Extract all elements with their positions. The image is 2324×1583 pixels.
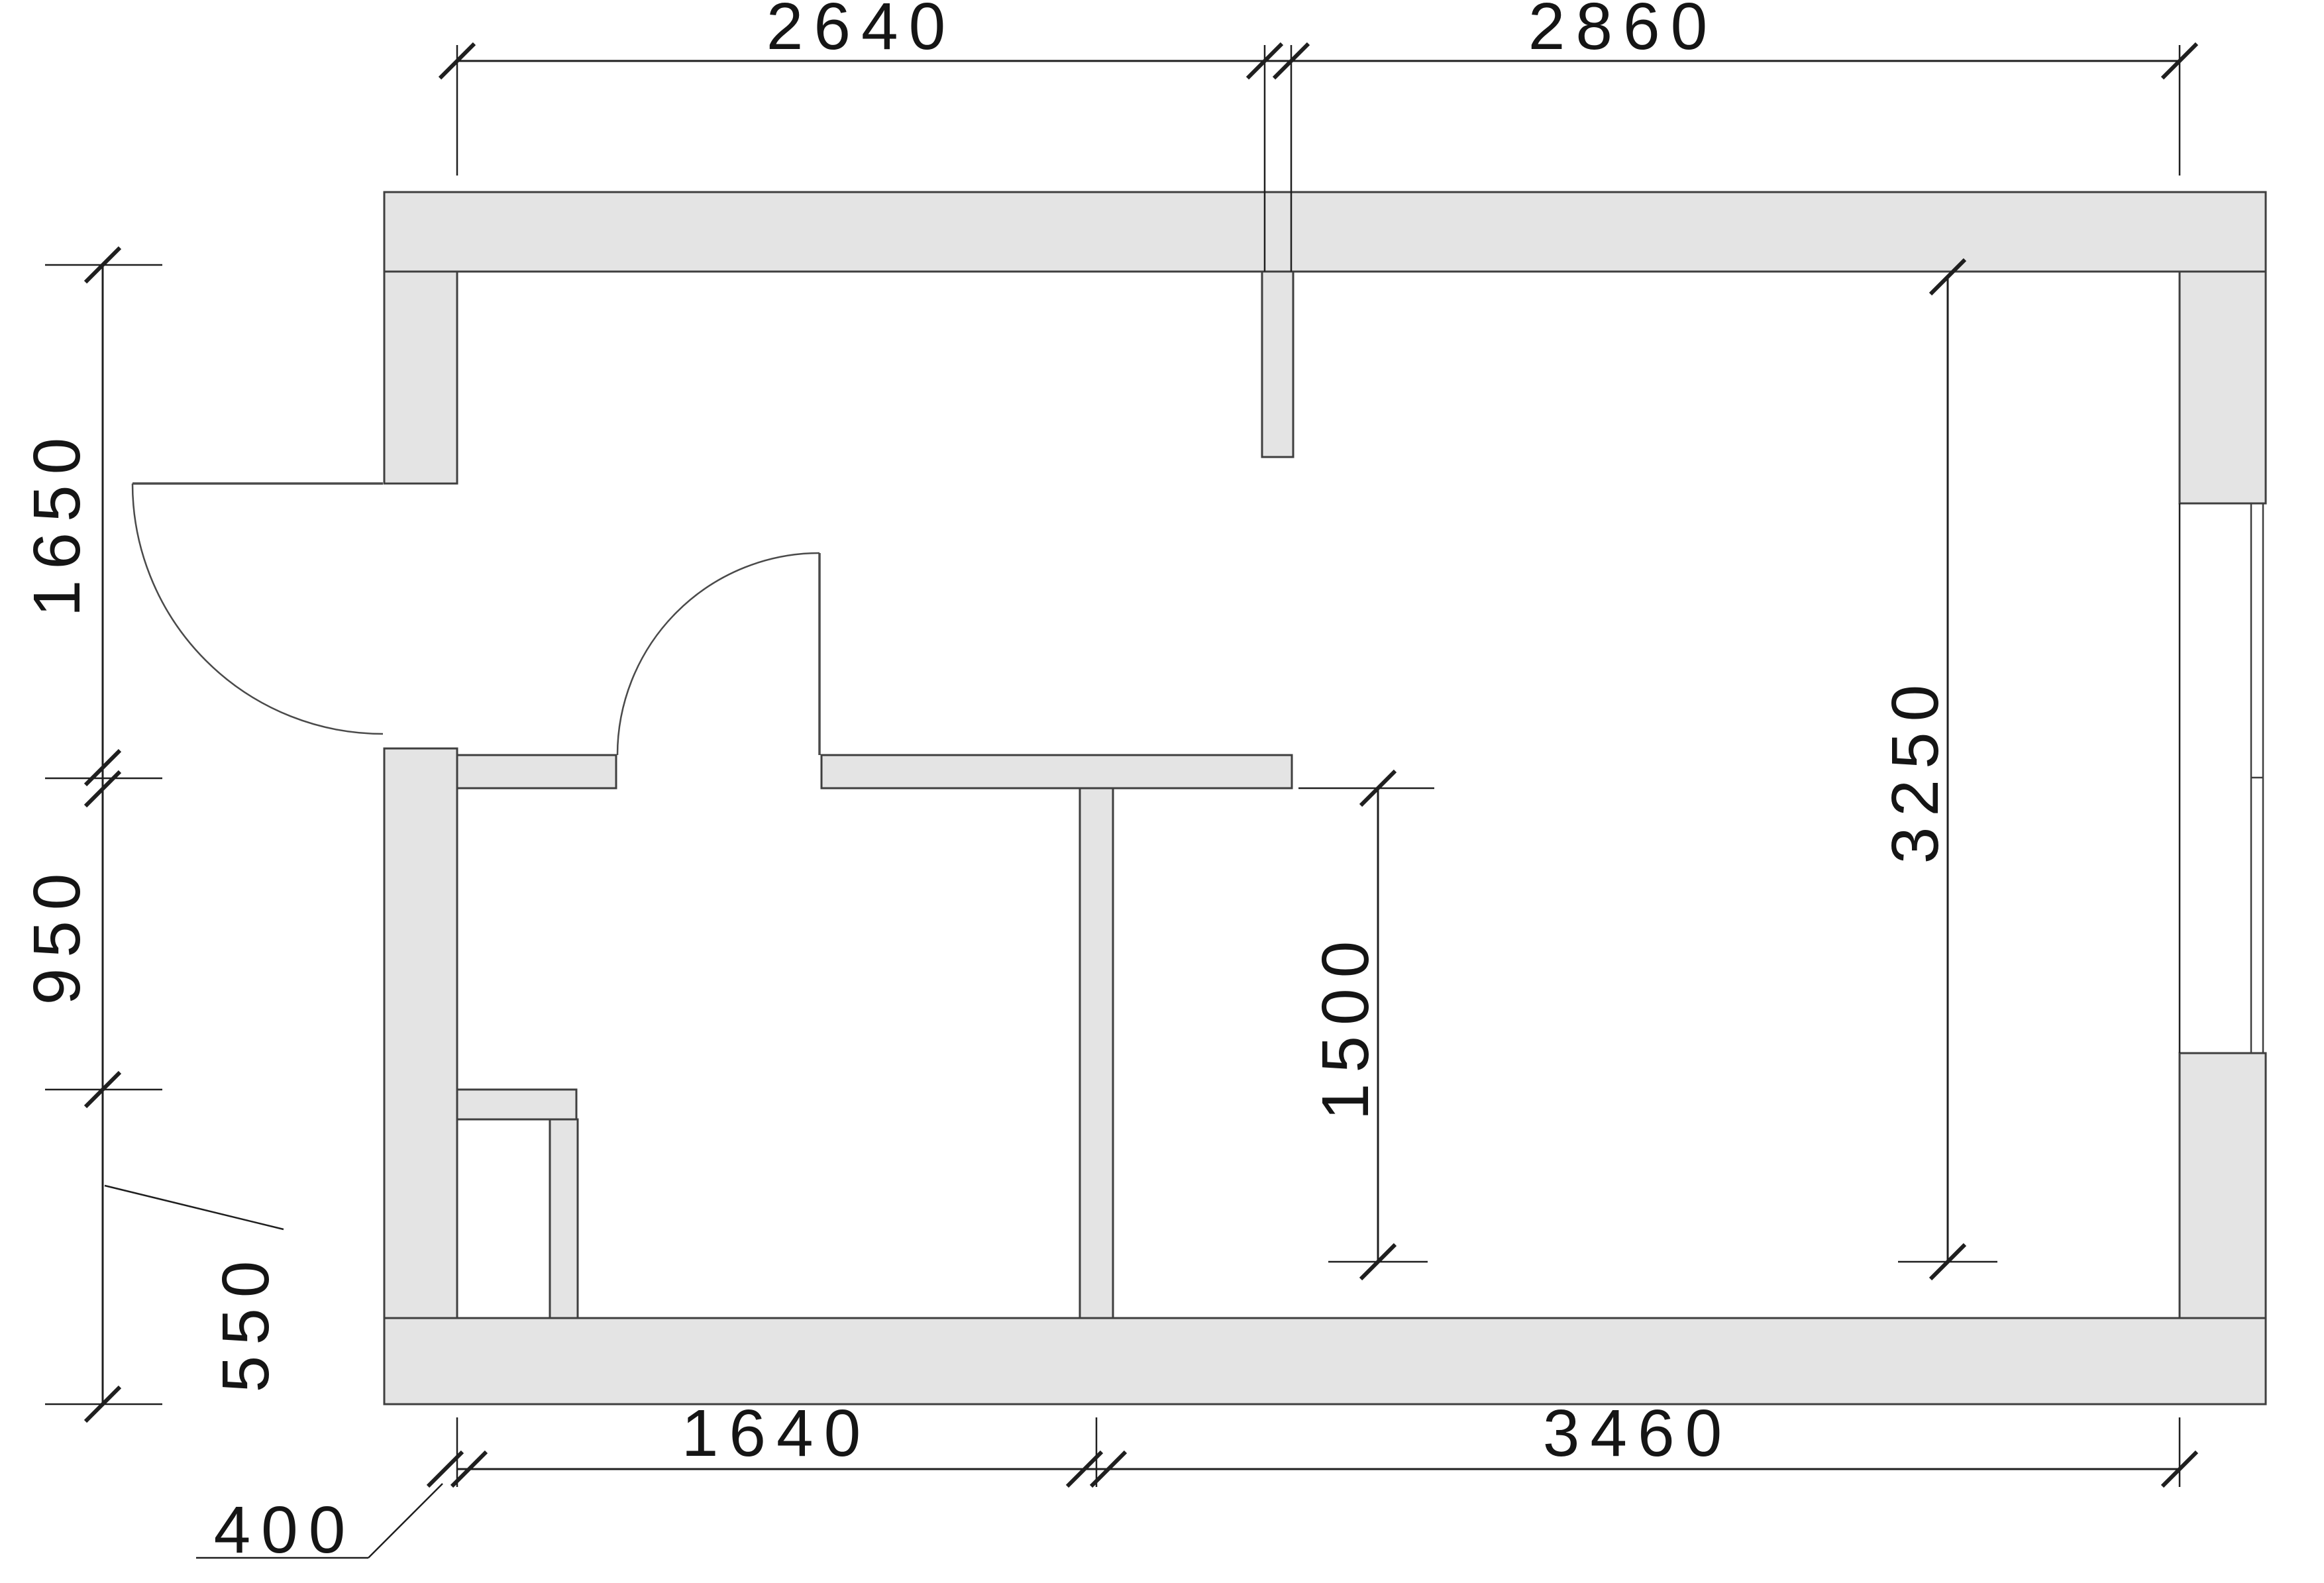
dim-tick <box>2160 1450 2199 1488</box>
dim-tick <box>426 1450 464 1488</box>
dim-label-left-middle: 950 <box>20 863 94 1005</box>
extension-lines <box>456 1417 2181 1487</box>
dimension-partition-group: 1500 <box>1298 769 1434 1281</box>
wall-bottom <box>383 1317 2267 1405</box>
dimension-ticks <box>438 42 2199 80</box>
leader-line-400-diagonal <box>368 1483 443 1558</box>
dim-label-left-lower: 550 <box>209 1251 283 1393</box>
dim-tick <box>2160 42 2199 80</box>
wall-bathroom-right <box>1079 787 1114 1319</box>
doors-group <box>131 482 821 756</box>
dim-tick <box>450 1450 488 1488</box>
wall-right-lower <box>2178 1052 2267 1319</box>
dim-tick <box>1272 42 1310 80</box>
dimension-top-group: 2640 2860 <box>438 0 2199 272</box>
dim-label-left-upper: 1650 <box>20 427 94 617</box>
walls-group <box>383 191 2267 1405</box>
dim-tick <box>83 246 122 284</box>
dim-label-bottom-offset: 400 <box>214 1493 356 1567</box>
dim-tick <box>83 1385 122 1423</box>
leader-line-550 <box>104 1184 284 1231</box>
dimension-ticks <box>1928 258 1967 1281</box>
wall-right-upper <box>2178 270 2267 505</box>
wall-top <box>383 191 2267 273</box>
extension-lines <box>456 45 2181 272</box>
dim-label-bottom-right: 3460 <box>1543 1396 1732 1470</box>
window-group <box>2178 502 2264 1054</box>
interior-door-swing-arc <box>616 552 820 756</box>
dim-tick <box>83 770 122 808</box>
dim-label-top-right: 2860 <box>1528 0 1718 64</box>
dimension-left-group: 1650 950 550 <box>20 246 284 1423</box>
dim-tick <box>83 1070 122 1109</box>
dim-tick <box>1928 1243 1967 1281</box>
dimension-room-depth-group: 3250 <box>1878 258 1997 1281</box>
dimension-bottom-group: 1640 3460 400 <box>196 1396 2199 1567</box>
dim-tick <box>1065 1450 1104 1488</box>
wall-bathroom-top-left <box>456 754 617 790</box>
dim-label-room-depth: 3250 <box>1878 674 1952 864</box>
dim-tick <box>438 42 476 80</box>
dim-label-bottom-left: 1640 <box>682 1396 871 1470</box>
wall-left-upper <box>383 270 458 485</box>
dim-label-partition-offset: 1500 <box>1308 931 1383 1120</box>
dim-tick <box>1928 258 1967 296</box>
dim-tick <box>1089 1450 1128 1488</box>
wall-bathroom-top-right <box>820 754 1293 790</box>
dim-tick <box>1245 42 1284 80</box>
dimension-ticks <box>83 246 122 1423</box>
shaft-wall-vertical <box>549 1118 579 1319</box>
dim-tick <box>1359 769 1397 807</box>
dim-tick <box>1359 1243 1397 1281</box>
wall-stub-partition <box>1261 270 1294 458</box>
wall-left-lower <box>383 747 458 1319</box>
dimension-ticks <box>426 1450 2199 1488</box>
shaft-wall-horizontal <box>456 1088 578 1121</box>
dim-tick <box>83 748 122 787</box>
dimension-ticks <box>1359 769 1397 1281</box>
entry-door-swing-arc <box>131 483 384 735</box>
dim-label-top-left: 2640 <box>766 0 956 64</box>
